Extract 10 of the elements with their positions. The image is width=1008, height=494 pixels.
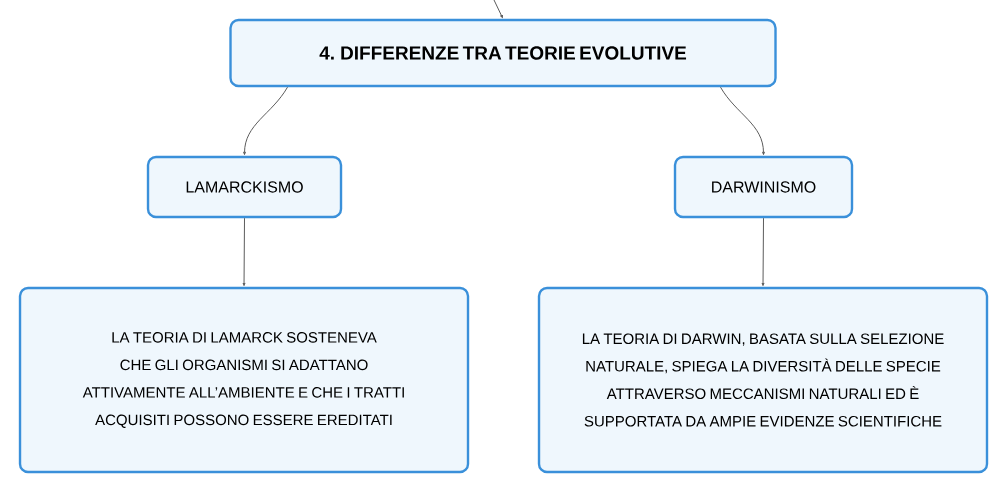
description-box: LA TEORIA DI LAMARCK SOSTENEVA CHE GLI ORGANISMI SI ADATTANO ATTIVAMENTE ALL’AMBIENTE E CHE I TRATTI ACQUISITI POSSONO ESSERE EREDITATI: [18, 286, 470, 474]
arrow: [242, 217, 246, 287]
description-box: LA TEORIA DI DARWIN, BASATA SULLA SELEZIONE NATURALE, SPIEGA LA DIVERSITÀ DELLE SPECIE ATTRAVERSO MECCANISMI NATURALI ED È SUPPORTATA DA AMPIE EVIDENZE SCIENTIFICHE: [537, 286, 989, 474]
topic-box: DARWINISMO: [673, 155, 854, 219]
arrow: [243, 86, 288, 156]
topic-box: LAMARCKISMO: [146, 155, 343, 219]
arrow: [493, 0, 503, 19]
arrow: [720, 86, 765, 156]
title-box: 4. DIFFERENZE TRA TEORIE EVOLUTIVE: [229, 18, 777, 88]
arrow: [761, 217, 765, 287]
